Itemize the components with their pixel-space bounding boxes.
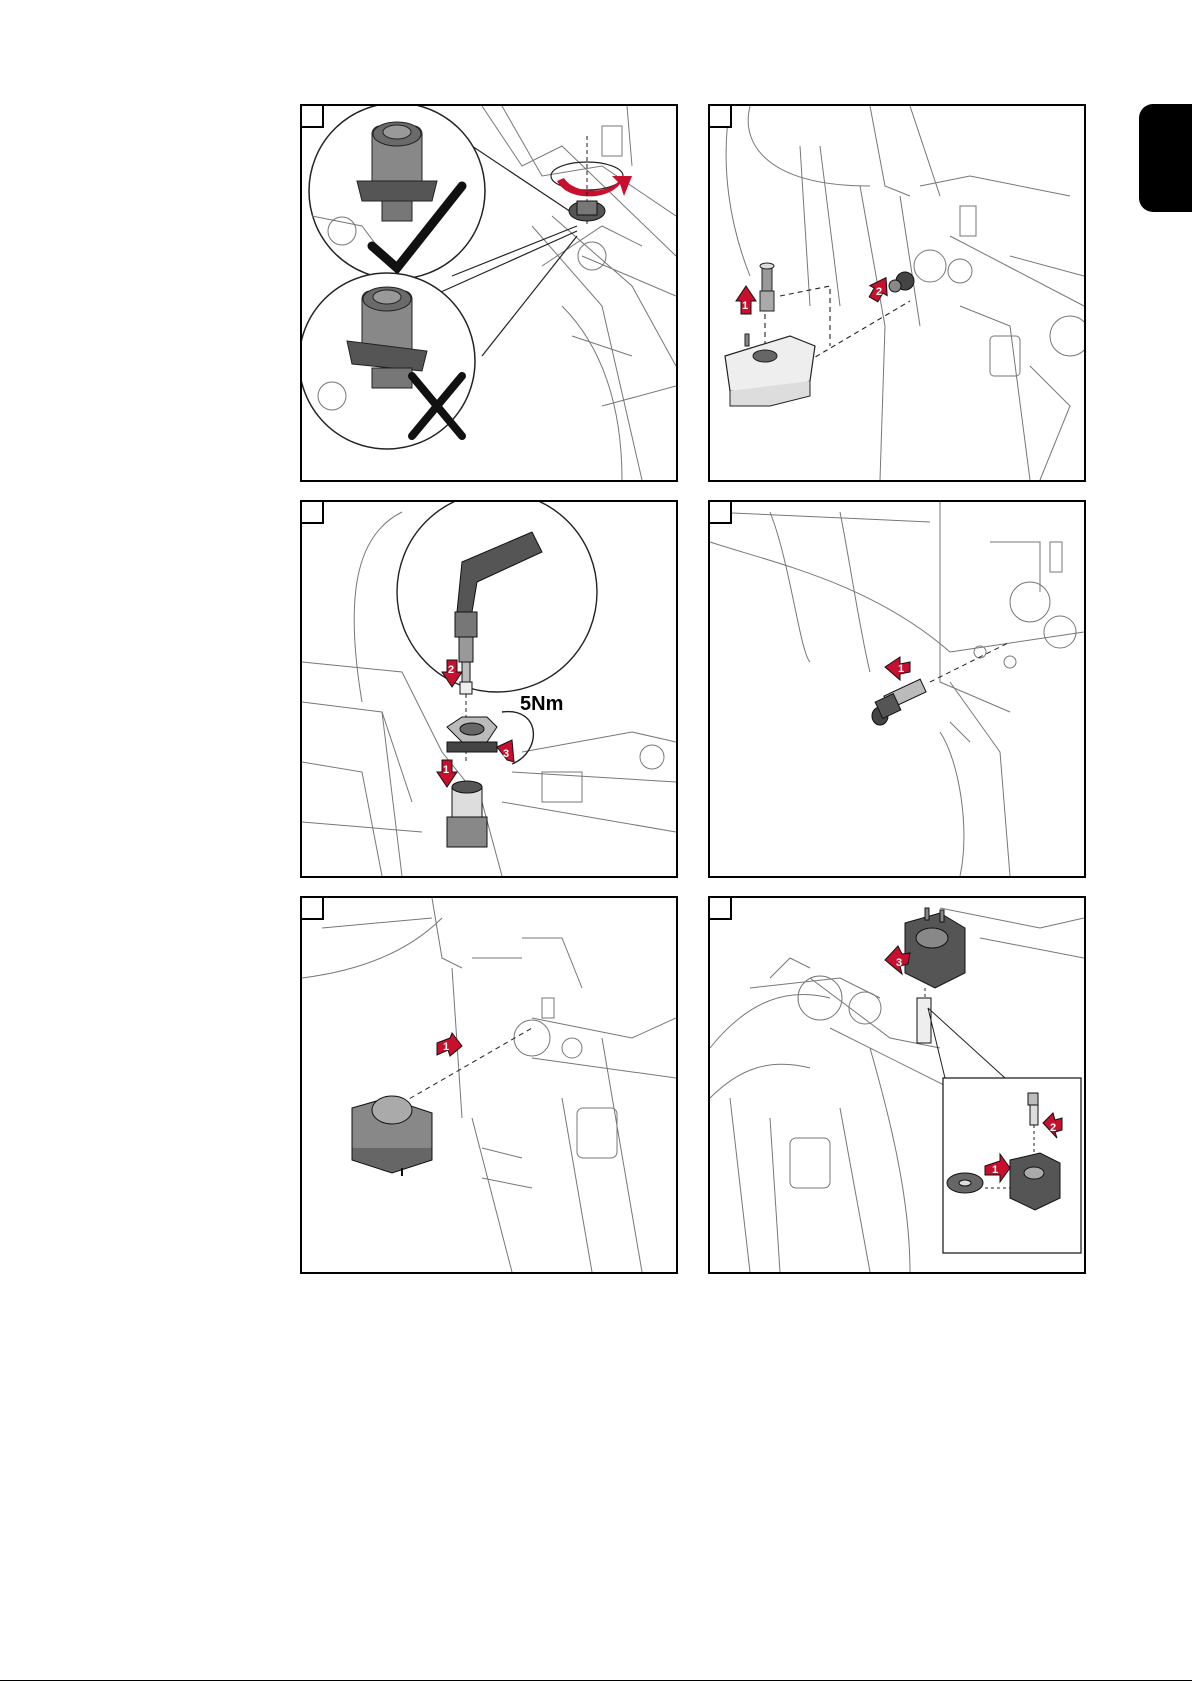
step-panel-4: 1 — [708, 500, 1086, 878]
svg-text:1: 1 — [443, 764, 449, 776]
svg-text:2: 2 — [1050, 1122, 1056, 1134]
step-panel-3: 5Nm 2 3 1 — [300, 500, 678, 878]
step-checkbox — [302, 898, 324, 920]
svg-text:2: 2 — [876, 286, 882, 298]
illustration-mount-cover: 1 — [302, 898, 676, 1272]
svg-text:1: 1 — [443, 1041, 449, 1053]
illustration-torque: 5Nm 2 3 1 — [302, 502, 676, 876]
arrow-1-icon: 1 — [736, 286, 756, 314]
footer-rule — [0, 1680, 1192, 1681]
hex-nut-part — [447, 717, 497, 752]
nut-part — [889, 272, 914, 292]
cap-part — [725, 334, 815, 406]
step-panel-1 — [300, 104, 678, 482]
arrow-1-icon: 1 — [437, 760, 457, 787]
pin-part — [760, 263, 774, 311]
chapter-tab — [1139, 104, 1192, 212]
step-checkbox — [710, 502, 732, 524]
step-checkbox — [710, 106, 732, 128]
step-checkbox — [302, 106, 324, 128]
cap-part — [905, 908, 965, 988]
step-checkbox — [710, 898, 732, 920]
illustration-remove-cap: 1 2 — [710, 106, 1084, 480]
svg-text:1: 1 — [742, 300, 748, 312]
arrow-3-icon: 3 — [497, 740, 514, 762]
svg-text:3: 3 — [503, 748, 509, 760]
step-panel-2: 1 2 — [708, 104, 1086, 482]
cover-part — [352, 1096, 432, 1176]
pin-part — [872, 679, 926, 725]
step-panel-5: 1 — [300, 896, 678, 1274]
step-checkbox — [302, 502, 324, 524]
torque-label: 5Nm — [520, 693, 563, 715]
svg-text:3: 3 — [896, 957, 902, 969]
arrow-1-icon: 1 — [885, 657, 910, 680]
svg-text:1: 1 — [992, 1164, 998, 1176]
svg-text:1: 1 — [898, 663, 904, 675]
fitting-part — [447, 781, 487, 847]
step-panel-6: 3 2 1 — [708, 896, 1086, 1274]
rotate-arrow-icon — [551, 136, 632, 226]
svg-text:2: 2 — [448, 664, 454, 676]
illustration-assemble-cap: 3 2 1 — [710, 898, 1084, 1272]
arrow-1-icon: 1 — [437, 1033, 462, 1056]
illustration-torch-check — [302, 106, 676, 480]
illustration-insert-pin: 1 — [710, 502, 1084, 876]
